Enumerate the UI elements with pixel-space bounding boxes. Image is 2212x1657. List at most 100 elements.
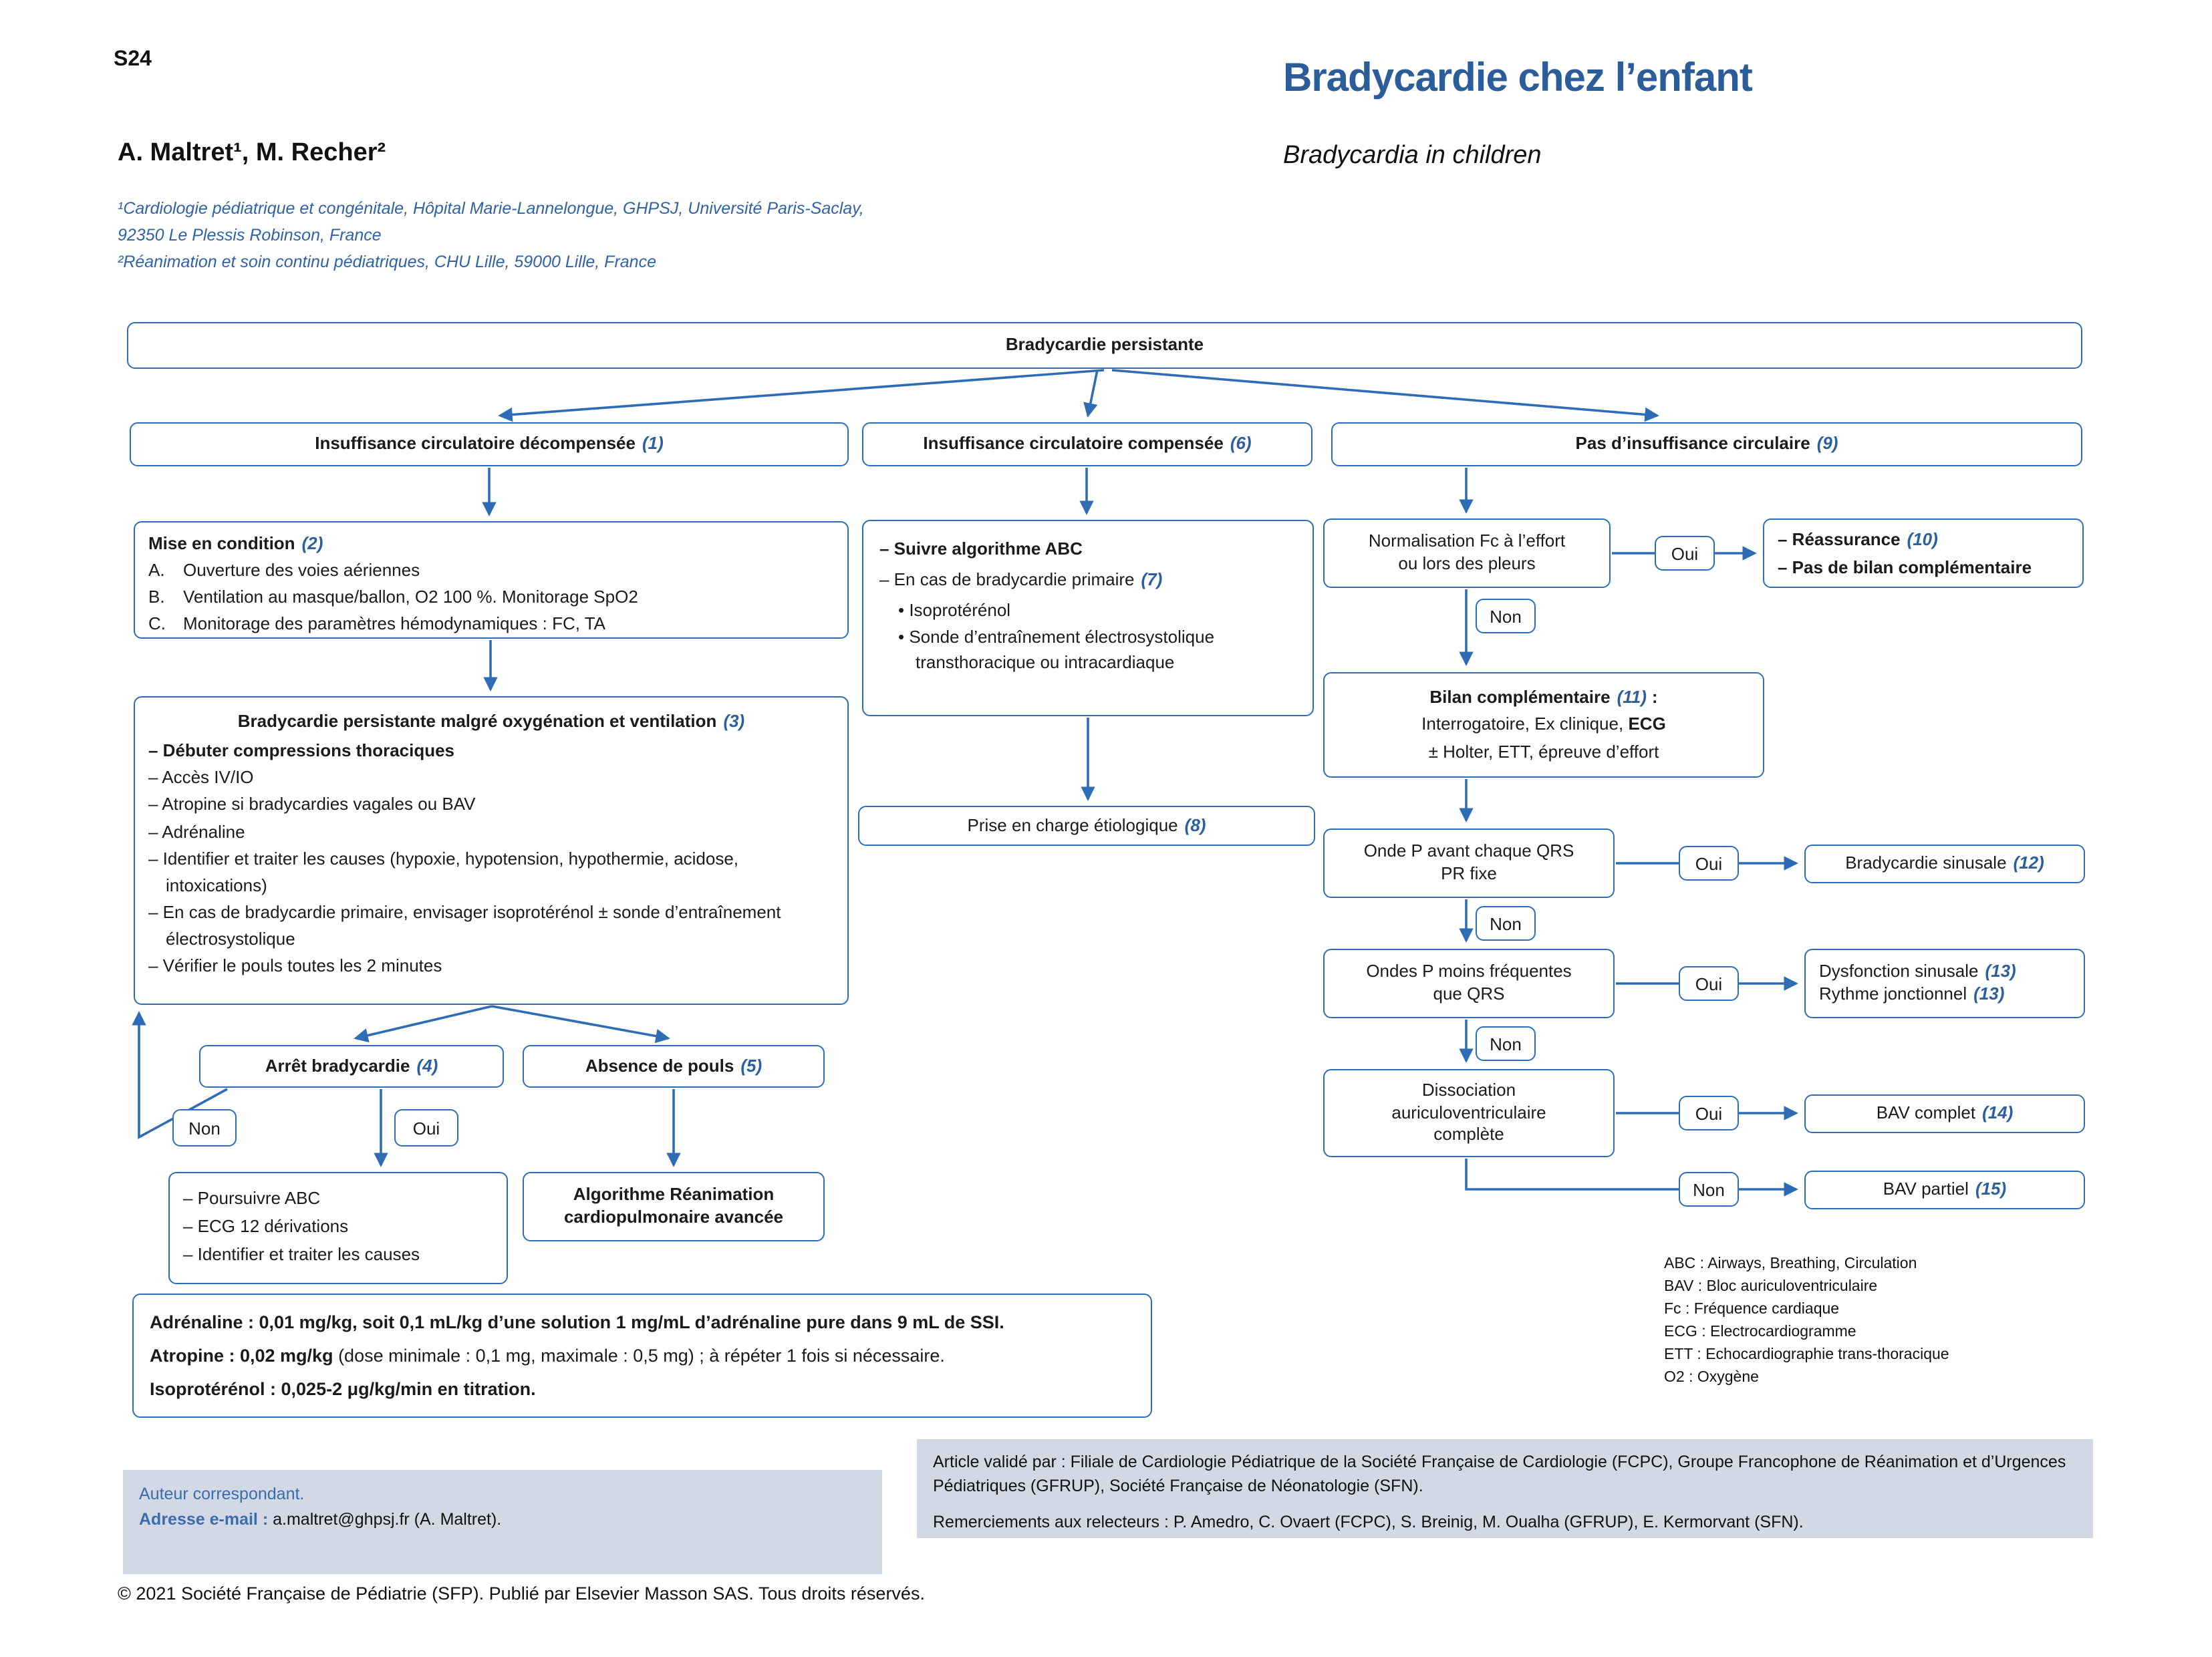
copyright: © 2021 Société Française de Pédiatrie (S… <box>118 1584 925 1604</box>
node-root-label: Bradycardie persistante <box>1005 334 1204 355</box>
arrow-root-to-branch2 <box>1083 369 1099 418</box>
dose-adrenaline: Adrénaline : 0,01 mg/kg, soit 0,1 mL/kg … <box>150 1312 1004 1332</box>
bilan-line3: ± Holter, ETT, épreuve d’effort <box>1428 741 1659 762</box>
dose-atropine-bold: Atropine : 0,02 mg/kg <box>150 1346 333 1366</box>
dysfonction-line1: Dysfonction sinusale (13) <box>1819 961 2016 984</box>
page-number: S24 <box>114 48 152 71</box>
auteur-correspondant: Auteur correspondant. <box>139 1485 305 1503</box>
node-poursuivre-abc: – Poursuivre ABC – ECG 12 dérivations – … <box>168 1172 508 1284</box>
abc-item-3: • Isoprotérénol <box>898 599 1011 619</box>
label-non-normalisation: Non <box>1476 599 1536 633</box>
node-suivre-abc: – Suivre algorithme ABC – En cas de brad… <box>862 520 1314 716</box>
bilan-title-line: Bilan complémentaire(11): <box>1429 685 1657 712</box>
node-onde-p-avant-qrs: Onde P avant chaque QRS PR fixe <box>1323 828 1615 898</box>
bilan-colon: : <box>1651 687 1658 708</box>
affiliations: ¹Cardiologie pédiatrique et congénitale,… <box>118 195 1133 275</box>
branch1-number: (1) <box>642 433 664 454</box>
abc-item-1: – Suivre algorithme ABC <box>879 539 1083 559</box>
mise-item-c-text: Monitorage des paramètres hémodynamiques… <box>183 613 605 634</box>
node-normalisation-fc: Normalisation Fc à l’effort ou lors des … <box>1323 518 1611 588</box>
oui-text: Oui <box>1695 853 1723 873</box>
node-algorithme-reanimation: Algorithme Réanimation cardiopulmonaire … <box>523 1172 825 1241</box>
abbr-bav: BAV : Bloc auriculoventriculaire <box>1664 1279 1878 1295</box>
ondeP-line2: PR fixe <box>1441 863 1497 883</box>
dysfonction-line2: Rythme jonctionnel(13) <box>1819 984 2004 1006</box>
reassurance-item-1-text: – Réassurance <box>1778 529 1901 549</box>
arret-label: Arrêt bradycardie <box>265 1055 410 1076</box>
persist-number: (3) <box>723 711 745 731</box>
poursuivre-item-3: – Identifier et traiter les causes <box>183 1243 420 1264</box>
label-oui-dissociation: Oui <box>1679 1096 1739 1131</box>
arrow-persist-to-arret <box>354 1005 493 1043</box>
adresse-email-label: Adresse e-mail : <box>139 1510 269 1529</box>
persist-item-7: – Vérifier le pouls toutes les 2 minutes <box>148 955 442 976</box>
sinusale-label: Bradycardie sinusale <box>1845 853 2007 873</box>
node-doses-medicaments: Adrénaline : 0,01 mg/kg, soit 0,1 mL/kg … <box>132 1294 1152 1418</box>
label-oui-arret: Oui <box>394 1109 458 1147</box>
node-bilan-complementaire: Bilan complémentaire(11): Interrogatoire… <box>1323 672 1764 778</box>
article-valide-par: Article validé par : Filiale de Cardiolo… <box>933 1453 2066 1495</box>
abbr-fc: Fc : Fréquence cardiaque <box>1664 1302 1840 1318</box>
branch3-label: Pas d’insuffisance circulaire <box>1575 433 1810 454</box>
panel-validation: Article validé par : Filiale de Cardiolo… <box>917 1439 2093 1538</box>
abbr-o2: O2 : Oxygène <box>1664 1370 1759 1386</box>
oui-text: Oui <box>412 1118 440 1138</box>
poursuivre-item-1: – Poursuivre ABC <box>183 1188 321 1208</box>
abbr-ett: ETT : Echocardiographie trans-thoracique <box>1664 1347 1949 1363</box>
persist-item-5: – Identifier et traiter les causes (hypo… <box>148 848 739 895</box>
label-oui-ondesP: Oui <box>1679 966 1739 1001</box>
mise-item-c-letter: C. <box>148 613 166 634</box>
absence-label: Absence de pouls <box>585 1055 734 1076</box>
dose-isoproterenol: Isoprotérénol : 0,025-2 μg/kg/min en tit… <box>150 1379 536 1399</box>
dose-atropine: Atropine : 0,02 mg/kg (dose minimale : 0… <box>150 1339 1135 1372</box>
persist-item-4: – Adrénaline <box>148 821 245 842</box>
mise-item-b-text: Ventilation au masque/ballon, O2 100 %. … <box>183 587 638 607</box>
mise-item-a-letter: A. <box>148 560 165 581</box>
dysfonction-line2-text: Rythme jonctionnel <box>1819 984 1967 1004</box>
dysfonction-line1-number: (13) <box>1985 961 2016 982</box>
oui-text: Oui <box>1671 543 1699 563</box>
authors: A. Maltret¹, M. Recher² <box>118 139 386 167</box>
article-title-fr: Bradycardie chez l’enfant <box>1283 56 1753 100</box>
node-pas-insuffisance: Pas d’insuffisance circulaire (9) <box>1331 422 2082 466</box>
persist-title: Bradycardie persistante malgré oxygénati… <box>237 711 717 731</box>
mise-item-c: C. Monitorage des paramètres hémodynamiqu… <box>148 611 834 638</box>
dissociation-line1: Dissociation <box>1421 1079 1516 1100</box>
node-ondes-p-moins-frequentes: Ondes P moins fréquentes que QRS <box>1323 949 1615 1018</box>
bilan-line2-regular: Interrogatoire, Ex clinique, <box>1421 714 1624 734</box>
reassurance-number: (10) <box>1907 529 1938 549</box>
arrow-non-loop-to-persist <box>132 1011 228 1140</box>
abbreviations-list: ABC : Airways, Breathing, Circulation BA… <box>1664 1253 1949 1390</box>
bilan-line2: Interrogatoire, Ex clinique, ECG <box>1421 712 1666 738</box>
non-text: Non <box>1490 606 1522 626</box>
affiliation-1: ¹Cardiologie pédiatrique et congénitale,… <box>118 199 864 218</box>
persist-item-6: – En cas de bradycardie primaire, envisa… <box>148 901 781 949</box>
bav-partiel-number: (15) <box>1975 1179 2007 1199</box>
persist-item-1: – Débuter compressions thoraciques <box>148 740 455 761</box>
adresse-email-line: Adresse e-mail : a.maltret@ghpsj.fr (A. … <box>139 1507 866 1533</box>
affiliation-1b: 92350 Le Plessis Robinson, France <box>118 226 382 245</box>
mise-number: (2) <box>301 533 323 553</box>
branch2-number: (6) <box>1230 433 1252 454</box>
adresse-email-value: a.maltret@ghpsj.fr (A. Maltret). <box>273 1510 502 1529</box>
branch3-number: (9) <box>1816 433 1838 454</box>
mise-title: Mise en condition <box>148 533 295 553</box>
sinusale-number: (12) <box>2013 853 2044 873</box>
label-non-arret: Non <box>172 1109 237 1147</box>
etio-number: (8) <box>1184 814 1206 835</box>
node-bradycardie-persistante: Bradycardie persistante <box>127 322 2082 369</box>
node-mise-en-condition: Mise en condition(2) A.Ouverture des voi… <box>134 521 849 639</box>
arret-number: (4) <box>416 1055 438 1076</box>
node-bav-partiel: BAV partiel (15) <box>1804 1171 2085 1209</box>
arrow-persist-to-absence <box>491 1005 670 1044</box>
dysfonction-line1-text: Dysfonction sinusale <box>1819 961 1979 982</box>
node-bradycardie-sinusale: Bradycardie sinusale (12) <box>1804 845 2085 883</box>
node-dissociation-av: Dissociation auriculoventriculaire compl… <box>1323 1069 1615 1157</box>
node-dysfonction-sinusale: Dysfonction sinusale (13) Rythme jonction… <box>1804 949 2085 1018</box>
bav-partiel-label: BAV partiel <box>1883 1179 1969 1199</box>
branch2-label: Insuffisance circulatoire compensée <box>923 433 1224 454</box>
oui-text: Oui <box>1695 973 1723 994</box>
bilan-title: Bilan complémentaire <box>1429 687 1611 708</box>
node-bav-complet: BAV complet(14) <box>1804 1094 2085 1133</box>
